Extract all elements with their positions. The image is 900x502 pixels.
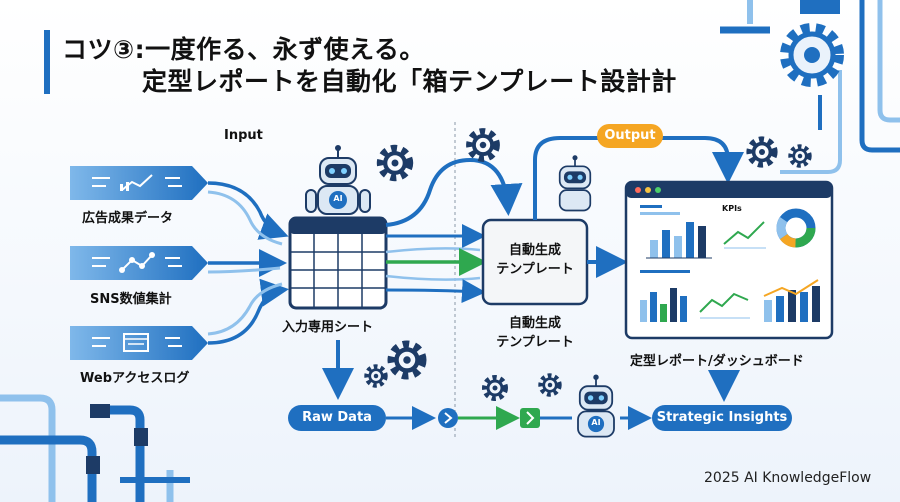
sheet-to-template-arrows <box>385 224 487 304</box>
output-label: Output <box>604 128 656 143</box>
dashboard-line-chart-1 <box>723 221 765 245</box>
gear-icon-raw-1 <box>392 345 422 375</box>
title-accent-bar <box>44 30 50 94</box>
tag-web-log <box>70 326 208 360</box>
input-flow-arrows <box>207 181 289 345</box>
gear-icon-output-2 <box>791 147 809 165</box>
dashboard-bar-chart-2 <box>640 288 687 322</box>
ai-robot-icon-pipeline <box>577 374 615 438</box>
decorative-pipes-top-right <box>720 0 900 174</box>
template-below-label-2: テンプレート <box>496 335 574 350</box>
ai-robot-icon-input <box>305 145 371 215</box>
dashboard-donut-chart <box>776 208 816 248</box>
ai-robot-icon-template <box>558 155 592 212</box>
robot-badge-input: AI <box>333 194 343 203</box>
output-pill <box>597 124 663 148</box>
ad-data-label: 広告成果データ <box>82 211 174 226</box>
pipeline-node-green <box>520 408 540 428</box>
tag-sns <box>70 246 208 280</box>
sns-label: SNS数値集計 <box>90 292 172 307</box>
template-box-label-2: テンプレート <box>496 262 574 277</box>
kpis-label: KPIs <box>722 204 742 213</box>
dashboard-line-chart-2 <box>699 292 749 313</box>
gear-icon-input <box>381 149 409 177</box>
template-box-label-1: 自動生成 <box>508 243 561 258</box>
template-below-label-1: 自動生成 <box>508 316 561 331</box>
decorative-pipes-bottom-left <box>0 394 190 502</box>
gear-icon-pipeline-1 <box>485 378 505 398</box>
footer-credit: 2025 AI KnowledgeFlow <box>704 470 872 486</box>
title-line-2: 定型レポートを自動化「箱テンプレート設計計 <box>142 67 677 96</box>
loop-arrow-to-template <box>385 157 523 227</box>
gear-icon-large-top-right <box>780 23 844 87</box>
raw-data-label: Raw Data <box>302 410 372 425</box>
gear-icon-raw-2 <box>367 367 385 385</box>
dashboard-bar-chart-1 <box>646 222 712 259</box>
gear-icon-pipeline-2 <box>541 376 559 394</box>
robot-badge-pipeline: AI <box>591 418 601 427</box>
input-sheet-table-icon <box>288 216 388 310</box>
web-log-label: Webアクセスログ <box>80 371 190 386</box>
gear-icon-output-1 <box>750 140 774 164</box>
strategic-insights-pill <box>652 405 792 431</box>
pipeline-node-blue <box>438 408 458 428</box>
gear-icon-template-top <box>470 132 496 158</box>
input-sheet-label: 入力専用シート <box>282 320 374 335</box>
input-label: Input <box>224 128 263 143</box>
strategic-insights-label: Strategic Insights <box>656 410 788 425</box>
raw-data-pill <box>288 405 386 431</box>
tag-ad-data <box>70 166 208 200</box>
report-label: 定型レポート/ダッシュボード <box>630 354 804 369</box>
dashboard-window <box>624 180 834 340</box>
dashboard-bar-chart-3 <box>764 286 820 322</box>
title-line-1: コツ③:一度作る、永ず使える。 <box>62 35 425 64</box>
